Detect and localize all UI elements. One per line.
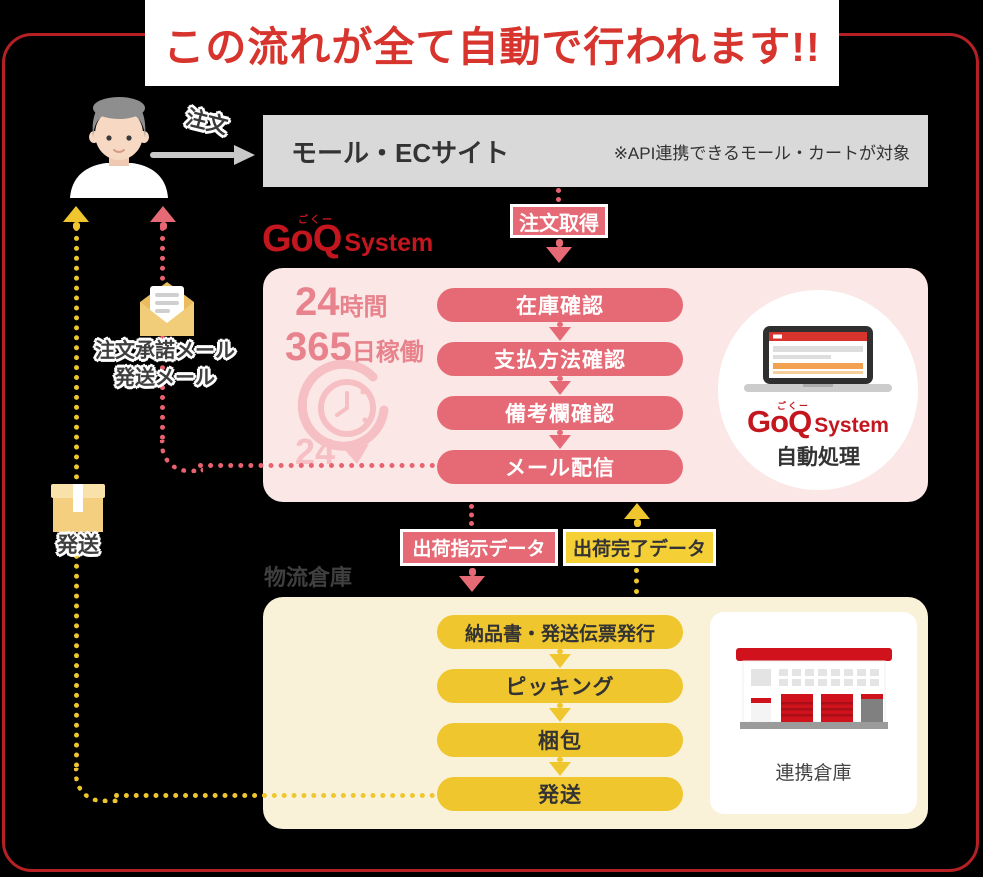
shipping-note: 発送 xyxy=(57,534,99,557)
goq-logo-system: System xyxy=(344,229,434,257)
goq-step-pill-payment: 支払方法確認 xyxy=(437,342,683,376)
envelope-icon xyxy=(140,282,194,336)
flow-arrow-icon xyxy=(549,757,571,776)
order-arrow-icon xyxy=(150,145,255,165)
uptime-hours-number: 24 xyxy=(295,280,340,324)
order-fetch-label: 注文取得 xyxy=(519,212,599,235)
warehouse-step-pill-packing: 梱包 xyxy=(437,723,683,757)
partner-warehouse-label: 連携倉庫 xyxy=(775,763,852,784)
goq-logo-system: System xyxy=(814,414,889,437)
warehouse-icon xyxy=(735,648,892,729)
order-fetch-badge: 注文取得 xyxy=(510,204,608,238)
warehouse-section-label: 物流倉庫 xyxy=(264,565,353,590)
warehouse-step-pill-slip: 納品書・発送伝票発行 xyxy=(437,615,683,649)
ship-complete-arrow-icon xyxy=(624,503,650,527)
auto-process-label: 自動処理 xyxy=(776,446,860,469)
ship-instruction-badge: 出荷指示データ xyxy=(400,529,558,566)
warehouse-box: 納品書・発送伝票発行 ピッキング 梱包 発送 xyxy=(263,597,928,829)
ship-flow-corner xyxy=(74,768,119,803)
ship-instruction-arrow-icon xyxy=(459,568,485,592)
mall-name: モール・ECサイト xyxy=(291,137,510,168)
ship-instruction-dots xyxy=(469,504,474,526)
flow-arrow-icon xyxy=(549,430,571,449)
warehouse-step-pill-picking: ピッキング xyxy=(437,669,683,703)
flow-arrow-icon xyxy=(549,649,571,668)
flow-arrow-icon xyxy=(549,322,571,341)
clock-24-icon: 24 xyxy=(295,359,389,472)
ship-complete-badge: 出荷完了データ xyxy=(563,529,716,566)
mail-flow-corner xyxy=(160,440,203,473)
order-fetch-arrow-icon xyxy=(546,239,572,263)
ship-complete-dots xyxy=(634,568,639,594)
mail-note-line2: 発送メール xyxy=(115,367,215,389)
mail-note: 注文承諾メール 発送メール xyxy=(70,338,260,392)
mall-note: ※API連携できるモール・カートが対象 xyxy=(613,143,910,163)
goq-step-pill-remarks: 備考欄確認 xyxy=(437,396,683,430)
uptime-hours-unit: 時間 xyxy=(339,294,388,321)
uptime-days-unit: 日稼働 xyxy=(351,338,424,366)
goq-step-pill-mail: メール配信 xyxy=(437,450,683,484)
page-title: この流れが全て自動で行われます!! xyxy=(163,24,821,70)
warehouse-step-pill-ship: 発送 xyxy=(437,777,683,811)
flow-arrow-icon xyxy=(549,376,571,395)
flow-arrow-icon xyxy=(549,703,571,722)
order-fetch-dots xyxy=(556,188,561,202)
ship-flow-line xyxy=(114,793,435,798)
laptop-icon xyxy=(744,326,892,392)
customer-avatar-icon xyxy=(70,97,168,198)
partner-warehouse-card: 連携倉庫 xyxy=(710,612,917,814)
goq-step-pill-stock: 在庫確認 xyxy=(437,288,683,322)
goq-furigana: ごくー xyxy=(298,215,334,226)
goq-logo-goq: GoQ xyxy=(262,218,342,260)
ship-instruction-label: 出荷指示データ xyxy=(412,539,546,560)
title-banner: この流れが全て自動で行われます!! xyxy=(145,0,839,86)
goq-logo-goq: GoQ xyxy=(747,404,812,439)
uptime-label: 24時間 365日稼働 xyxy=(285,280,424,370)
ship-complete-label: 出荷完了データ xyxy=(572,539,706,560)
package-icon xyxy=(51,484,105,532)
mail-flow-line xyxy=(198,463,435,468)
mail-note-line1: 注文承諾メール xyxy=(95,340,235,362)
goq-furigana: ごくー xyxy=(777,401,811,411)
mall-ec-box: モール・ECサイト ※API連携できるモール・カートが対象 xyxy=(263,115,928,187)
